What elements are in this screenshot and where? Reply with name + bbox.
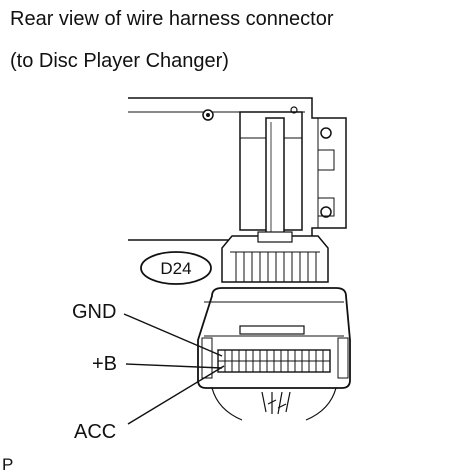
connector-id-label: D24 xyxy=(160,259,191,278)
unit-connector-socket xyxy=(221,231,329,283)
leader-acc xyxy=(127,365,225,425)
caption-line-1: Rear view of wire harness connector xyxy=(10,8,334,30)
bracket-hole-upper xyxy=(320,127,332,139)
mounting-hole xyxy=(290,106,298,114)
mounting-screw xyxy=(202,109,214,121)
label-acc: ACC xyxy=(74,421,116,443)
connector-id-callout: D24 xyxy=(140,251,212,285)
leader-plus-b xyxy=(125,363,223,369)
changer-cable xyxy=(265,117,285,235)
label-plus-b: +B xyxy=(92,353,117,375)
changer-unit xyxy=(128,97,347,241)
harness-wires xyxy=(211,387,337,421)
harness-connector xyxy=(197,287,351,389)
leader-gnd xyxy=(123,313,223,357)
corner-mark: P xyxy=(2,455,13,474)
bracket-hole-lower xyxy=(320,206,332,218)
label-gnd: GND xyxy=(72,301,116,323)
caption-line-2: (to Disc Player Changer) xyxy=(10,50,229,72)
